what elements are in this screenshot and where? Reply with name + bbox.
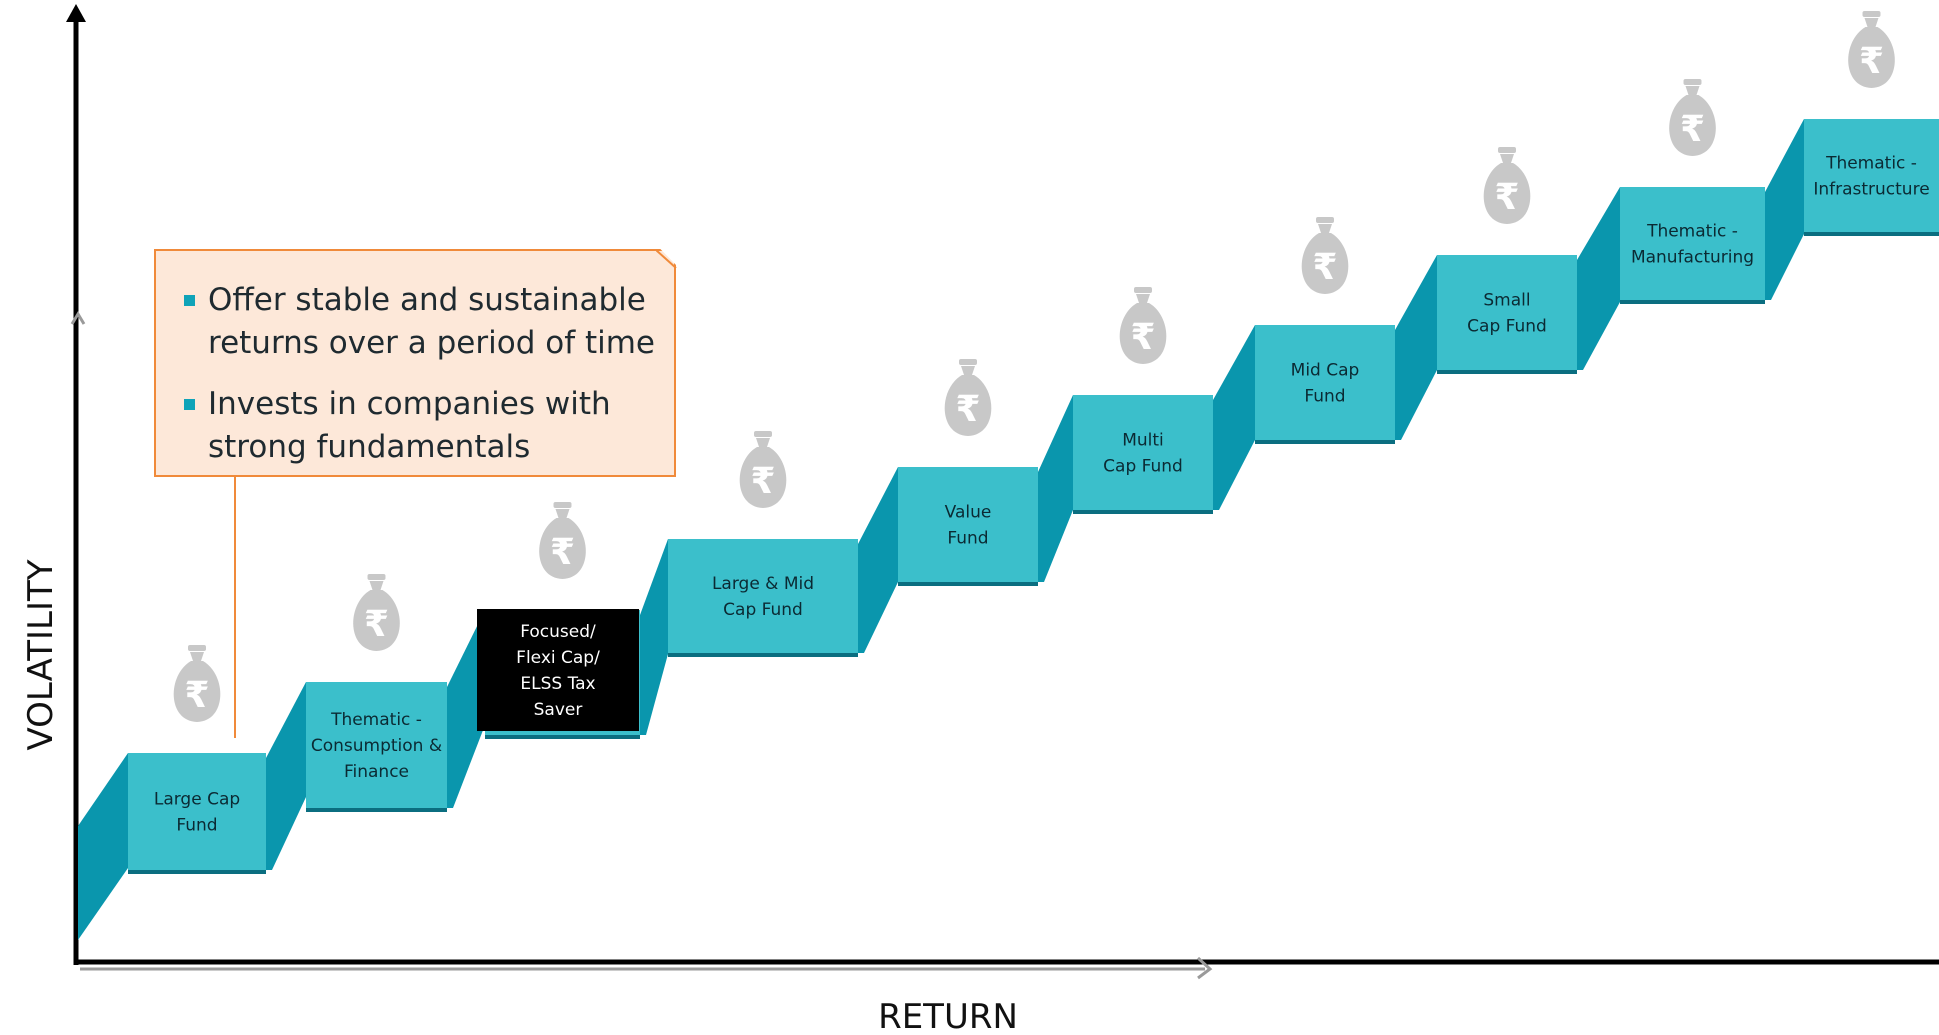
step-label-line: Fund [176, 816, 217, 836]
step-label-line: Large & Mid [712, 574, 814, 594]
step-9: Thematic - Manufacturing ₹ [1620, 79, 1804, 304]
svg-text:₹: ₹ [750, 461, 775, 502]
step-label-line: Finance [344, 762, 409, 782]
step-label-line: Cap Fund [1103, 457, 1183, 477]
step-label-line: Consumption & [311, 736, 442, 756]
rupee-money-bag-icon: ₹ [353, 574, 400, 651]
step-shadow [1620, 300, 1765, 304]
callout-point-text: Invests in companies with strong fundame… [208, 386, 611, 465]
step-riser [78, 753, 128, 940]
step-label-line: Infrastructure [1813, 180, 1929, 200]
rupee-money-bag-icon: ₹ [739, 431, 787, 508]
step-face [128, 753, 266, 870]
svg-text:₹: ₹ [1680, 109, 1705, 150]
x-axis-title: RETURN [878, 997, 1018, 1035]
svg-text:₹: ₹ [1312, 247, 1337, 288]
step-face [1620, 187, 1765, 300]
bullet-icon [184, 399, 195, 410]
step-shadow [668, 653, 858, 657]
callout-point: Invests in companies with strong fundame… [184, 383, 660, 469]
step-shadow [485, 735, 640, 739]
step-riser [858, 467, 898, 653]
rupee-money-bag-icon: ₹ [1119, 287, 1167, 364]
step-label-line: Focused/ [520, 622, 596, 642]
rupee-money-bag-icon: ₹ [173, 645, 221, 722]
step-shadow [1073, 510, 1213, 514]
step-face [1804, 119, 1939, 232]
step-face [306, 682, 447, 808]
step-shadow [1437, 370, 1577, 374]
rupee-money-bag-icon: ₹ [1483, 147, 1531, 224]
y-axis-ghost-chevron [70, 311, 86, 325]
step-shadow [1255, 440, 1395, 444]
step-label-line: Value [945, 503, 992, 523]
step-riser [1577, 187, 1620, 370]
callout-corner-edge [656, 249, 677, 269]
step-shadow [306, 808, 447, 812]
step-label-line: Mid Cap [1291, 361, 1360, 381]
step-label-line: Fund [1304, 387, 1345, 407]
step-face [1073, 395, 1213, 510]
step-label-line: Cap Fund [1467, 317, 1547, 337]
rupee-money-bag-icon: ₹ [944, 359, 992, 436]
callout-list: Offer stable and sustainable returns ove… [184, 279, 660, 469]
step-face [1437, 255, 1577, 370]
step-label-line: Saver [534, 700, 583, 720]
svg-text:₹: ₹ [550, 532, 575, 573]
bullet-icon [184, 295, 195, 306]
svg-text:₹: ₹ [1130, 317, 1155, 358]
step-label-line: ELSS Tax [520, 674, 595, 694]
step-label-line: Thematic - [1646, 222, 1738, 242]
rupee-money-bag-icon: ₹ [1301, 217, 1349, 294]
step-label-line: Flexi Cap/ [516, 648, 600, 668]
step-face [1255, 325, 1395, 440]
step-shadow [1804, 232, 1939, 236]
svg-text:₹: ₹ [364, 604, 389, 645]
step-riser [266, 682, 306, 870]
step-face [668, 539, 858, 653]
step-label-line: Fund [947, 529, 988, 549]
step-label-line: Manufacturing [1631, 248, 1754, 268]
callout-point-text: Offer stable and sustainable returns ove… [208, 282, 656, 361]
step-riser [1213, 325, 1255, 510]
step-riser [1395, 255, 1437, 440]
step-face [898, 467, 1038, 582]
step-riser [1038, 395, 1073, 582]
svg-text:₹: ₹ [1494, 177, 1519, 218]
step-2: Thematic - Consumption & Finance ₹ [306, 574, 485, 812]
step-shadow [128, 870, 266, 874]
rupee-money-bag-icon: ₹ [1669, 79, 1716, 156]
rupee-money-bag-icon: ₹ [539, 502, 586, 579]
svg-text:₹: ₹ [955, 389, 980, 430]
callout-box: Offer stable and sustainable returns ove… [154, 249, 676, 477]
highlight-box [477, 609, 639, 731]
step-label-line: Small [1483, 291, 1530, 311]
svg-text:₹: ₹ [184, 675, 209, 716]
step-label-line: Multi [1122, 431, 1164, 451]
y-axis-arrowhead [66, 4, 86, 22]
step-label-line: Thematic - [1825, 154, 1917, 174]
step-riser [1765, 119, 1804, 300]
callout-point: Offer stable and sustainable returns ove… [184, 279, 660, 365]
step-riser [640, 539, 668, 735]
svg-text:₹: ₹ [1859, 41, 1884, 82]
x-axis-ghost-chevron [1196, 956, 1213, 980]
step-shadow [898, 582, 1038, 586]
rupee-money-bag-icon: ₹ [1848, 11, 1895, 88]
step-label-line: Cap Fund [723, 600, 803, 620]
step-riser [447, 610, 485, 808]
y-axis-title: VOLATILITY [21, 559, 61, 750]
step-label-line: Thematic - [330, 710, 422, 730]
step-label-line: Large Cap [154, 790, 240, 810]
step-10: Thematic - Infrastructure ₹ [1804, 11, 1939, 236]
